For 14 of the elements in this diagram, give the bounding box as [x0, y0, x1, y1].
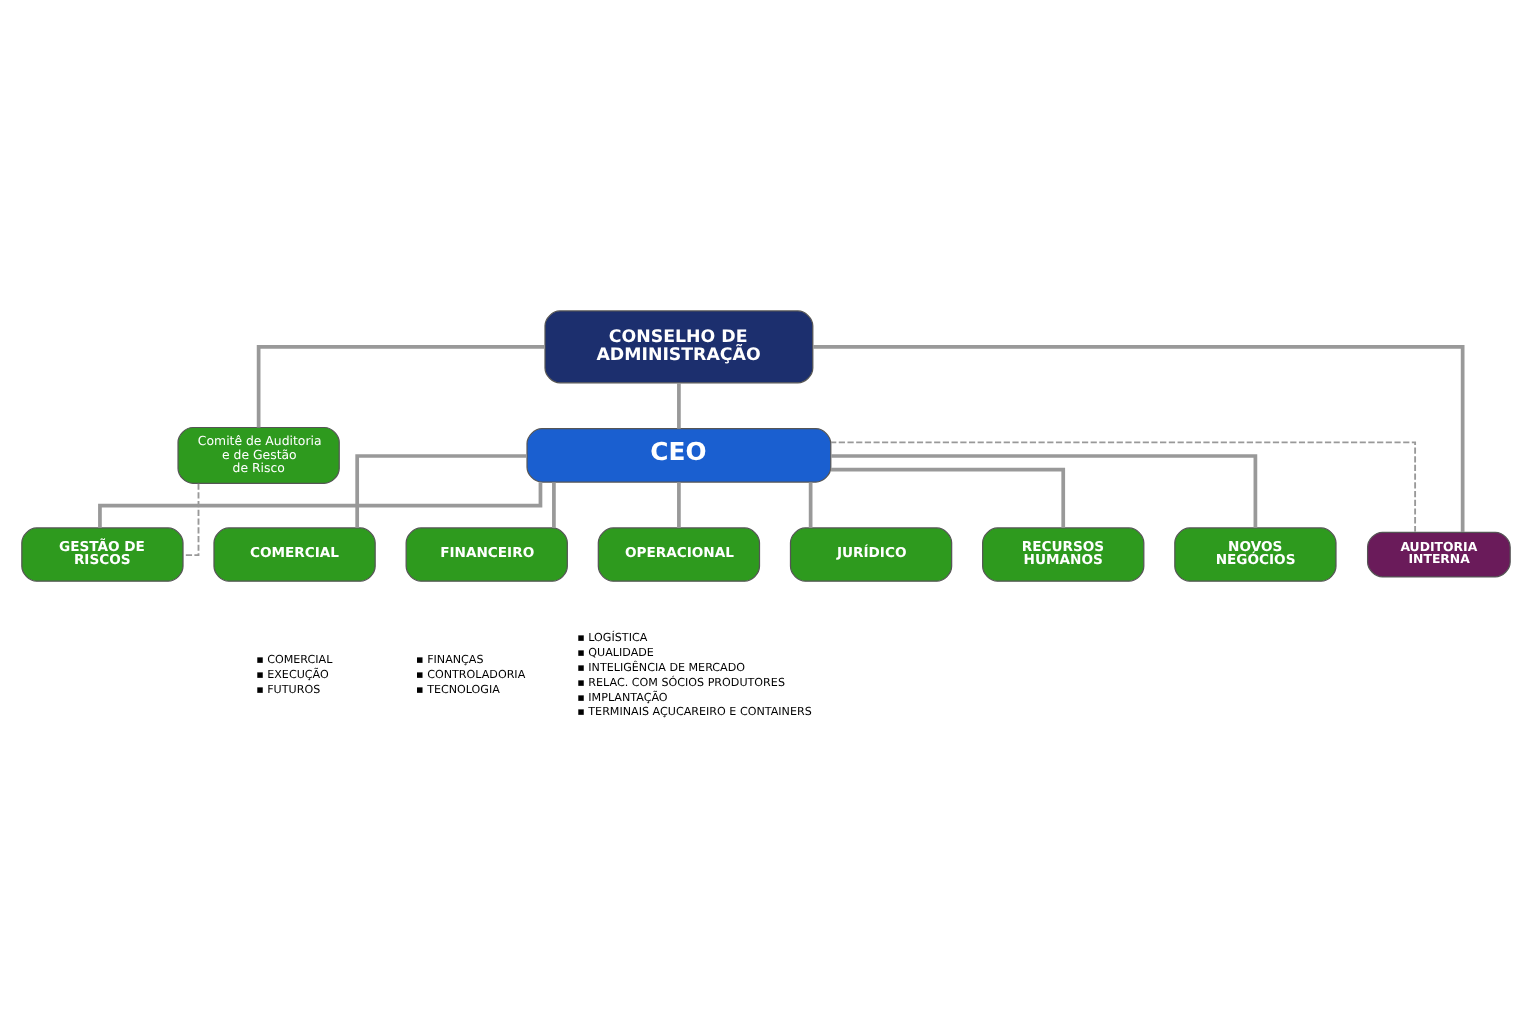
connector — [355, 454, 527, 528]
connector — [813, 345, 1465, 532]
connector — [831, 454, 1258, 528]
connector — [552, 482, 556, 528]
connector — [98, 482, 543, 528]
connector — [830, 441, 1417, 533]
connector — [830, 467, 1066, 528]
connector — [256, 345, 545, 428]
node-box: CEO — [526, 428, 832, 483]
connector — [808, 482, 813, 528]
connector — [182, 482, 200, 557]
connector — [677, 482, 681, 528]
node-box: CONSELHO DE ADMINISTRAÇÃO — [544, 310, 814, 384]
connector — [677, 383, 681, 429]
